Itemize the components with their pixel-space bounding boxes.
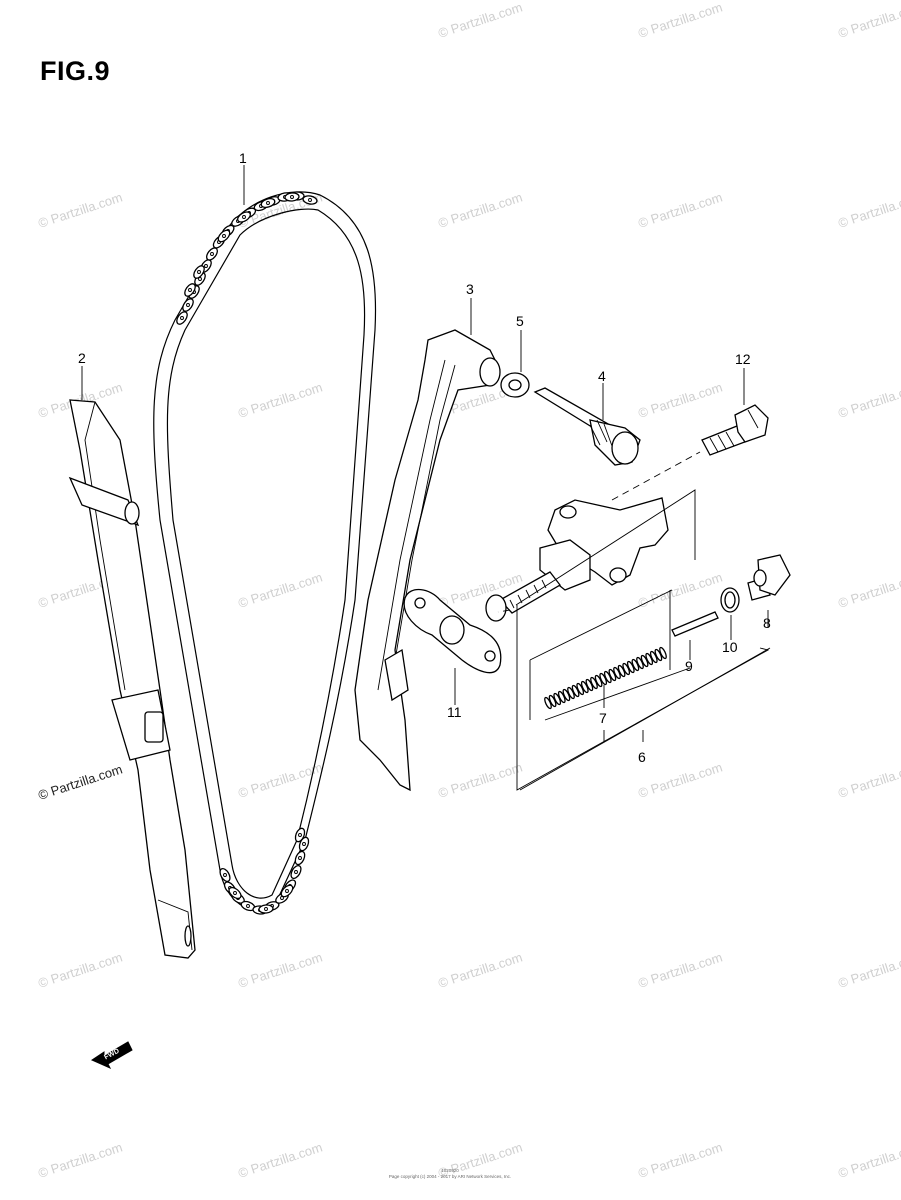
watermark-text: © Partzilla.com <box>636 0 724 41</box>
chain-link <box>217 229 231 243</box>
watermark-text: © Partzilla.com <box>636 190 724 231</box>
watermark-text: © Partzilla.com <box>636 1140 724 1181</box>
chain-link-pin <box>210 252 214 256</box>
part-5-washer[interactable] <box>500 372 530 398</box>
chain-link <box>237 211 251 223</box>
watermark-text: © Partzilla.com <box>436 0 524 41</box>
chain-links-bottom <box>219 827 310 915</box>
watermark-text: © Partzilla.com <box>636 760 724 801</box>
figure-title: FIG.9 <box>40 56 111 86</box>
chain-link <box>193 265 205 279</box>
part-1-cam-chain[interactable] <box>153 191 377 915</box>
watermark-text: © Partzilla.com <box>436 190 524 231</box>
part-6-tensioner-adjuster-assy[interactable] <box>485 497 669 622</box>
watermark-text: © Partzilla.com <box>836 380 901 421</box>
spring-coils <box>544 646 667 710</box>
callout-8: 8 <box>763 615 771 631</box>
chain-link <box>294 827 306 843</box>
watermark-text: © Partzilla.com <box>836 190 901 231</box>
part-9-rod[interactable] <box>671 611 719 637</box>
chain-link <box>176 311 188 325</box>
chain-link-pin <box>294 870 298 874</box>
watermark-text: © Partzilla.com <box>636 570 724 611</box>
part-7-spring[interactable] <box>543 646 667 710</box>
chain-link <box>260 197 276 209</box>
chain-link-pin <box>298 833 302 837</box>
part-3-tensioner-guide[interactable] <box>354 329 501 792</box>
part-2-chain-guide[interactable] <box>68 399 196 959</box>
callout-4: 4 <box>598 368 606 384</box>
chain-link-pin <box>285 889 289 893</box>
chain-link <box>302 195 318 205</box>
callout-6: 6 <box>638 749 646 765</box>
callout-2: 2 <box>78 350 86 366</box>
callout-11: 11 <box>447 704 462 720</box>
chain-link <box>258 904 274 914</box>
footer-copyright: Page copyright (c) 2004 - 2017 by ARI Ne… <box>388 1174 512 1179</box>
watermark-text-dark: © Partzilla.com <box>36 762 124 803</box>
chain-link <box>290 864 302 880</box>
callout-9: 9 <box>685 658 693 674</box>
callout-3: 3 <box>466 281 474 297</box>
callout-12: 12 <box>735 351 751 367</box>
footer: 1020920 Page copyright (c) 2004 - 2017 b… <box>300 1168 600 1180</box>
watermark-text: © Partzilla.com <box>236 950 324 991</box>
footer-code: 1020920 <box>441 1168 459 1173</box>
chain-link <box>294 850 306 866</box>
chain-link-pin <box>302 842 306 846</box>
assembly-frame <box>497 451 771 791</box>
chain-link-pin <box>298 856 302 860</box>
part-12-bolt[interactable] <box>701 404 769 456</box>
chain-link-pin <box>246 904 250 908</box>
watermark-text: © Partzilla.com <box>836 950 901 991</box>
spring-coil <box>659 646 667 660</box>
chain-link-pin <box>223 873 227 877</box>
chain-link-pin <box>264 907 268 911</box>
chain-link <box>228 886 242 900</box>
chain-link-pin <box>204 264 208 268</box>
watermark-text: © Partzilla.com <box>36 190 124 231</box>
watermark-text: © Partzilla.com <box>836 570 901 611</box>
chain-link-pin <box>222 234 226 238</box>
chain-link-pin <box>233 891 237 895</box>
fwd-arrow-icon: FWD <box>90 1041 133 1070</box>
part-4-bolt[interactable] <box>533 387 641 466</box>
watermark-text: © Partzilla.com <box>436 760 524 801</box>
chain-link <box>219 867 231 883</box>
part-10-o-ring[interactable] <box>720 587 740 613</box>
chain-link <box>182 298 194 312</box>
chain-link-pin <box>188 288 192 292</box>
leader-lines <box>81 165 769 742</box>
watermark-text: © Partzilla.com <box>36 1140 124 1181</box>
watermark-text: © Partzilla.com <box>836 760 901 801</box>
chain-link-pin <box>197 270 201 274</box>
chain-link-pin <box>242 215 246 219</box>
chain-link <box>184 283 196 297</box>
watermark-text: © Partzilla.com <box>636 950 724 991</box>
chain-links-top <box>176 191 318 325</box>
chain-link-pin <box>186 303 190 307</box>
watermark-text: © Partzilla.com <box>436 950 524 991</box>
callout-numbers: 1 2 3 4 5 6 7 8 9 10 11 12 <box>78 150 771 765</box>
chain-link-pin <box>290 195 294 199</box>
watermark-text: © Partzilla.com <box>236 380 324 421</box>
watermark-text: © Partzilla.com <box>636 380 724 421</box>
part-8-cap-bolt[interactable] <box>747 554 791 601</box>
watermark-text: © Partzilla.com <box>36 950 124 991</box>
callout-1: 1 <box>239 150 247 166</box>
watermark-text: © Partzilla.com <box>236 570 324 611</box>
chain-link <box>284 192 300 202</box>
part-11-gasket[interactable] <box>403 588 502 674</box>
watermark-text: © Partzilla.com <box>836 1140 901 1181</box>
callout-10: 10 <box>722 639 738 655</box>
callout-5: 5 <box>516 313 524 329</box>
chain-link-pin <box>308 198 312 202</box>
chain-link <box>280 884 294 898</box>
watermark-text: © Partzilla.com <box>836 0 901 41</box>
chain-link-pin <box>180 316 184 320</box>
chain-link-pin <box>266 201 270 205</box>
callout-7: 7 <box>599 710 607 726</box>
